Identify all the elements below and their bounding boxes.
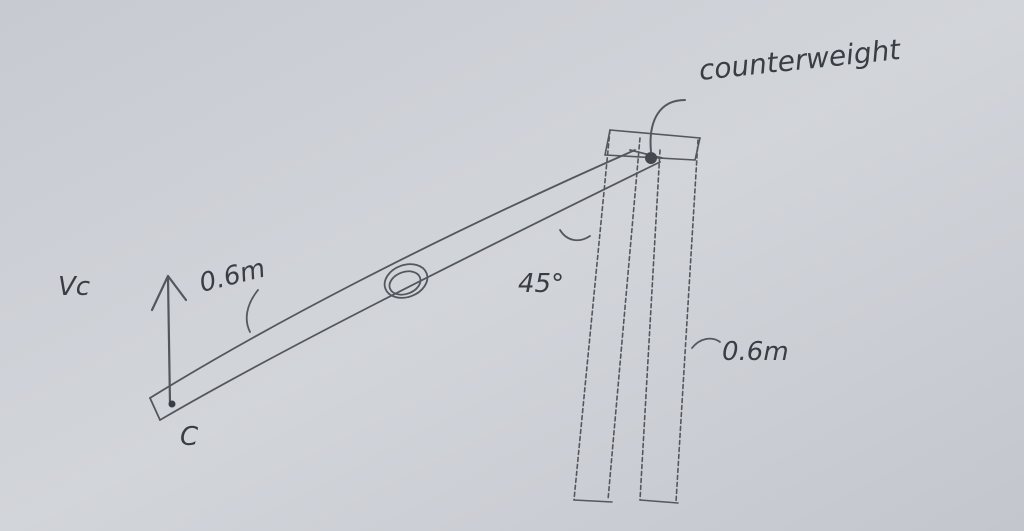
angle-label: 45°	[518, 269, 564, 299]
post-length-label: 0.6m	[722, 337, 789, 367]
pivot-circle	[383, 263, 429, 299]
velocity-arrow	[150, 274, 188, 406]
counterweight-leader-line	[649, 99, 686, 153]
counterweight-mass	[645, 152, 657, 164]
velocity-label: Vc	[58, 272, 90, 302]
point-c-label: C	[180, 422, 199, 452]
vertical-post-left	[573, 129, 641, 503]
point-c-dot	[168, 400, 176, 408]
angle-arc	[559, 229, 591, 242]
post-length-tick	[691, 337, 721, 349]
arm-length-tick	[245, 289, 259, 333]
vertical-post-right	[639, 139, 699, 504]
